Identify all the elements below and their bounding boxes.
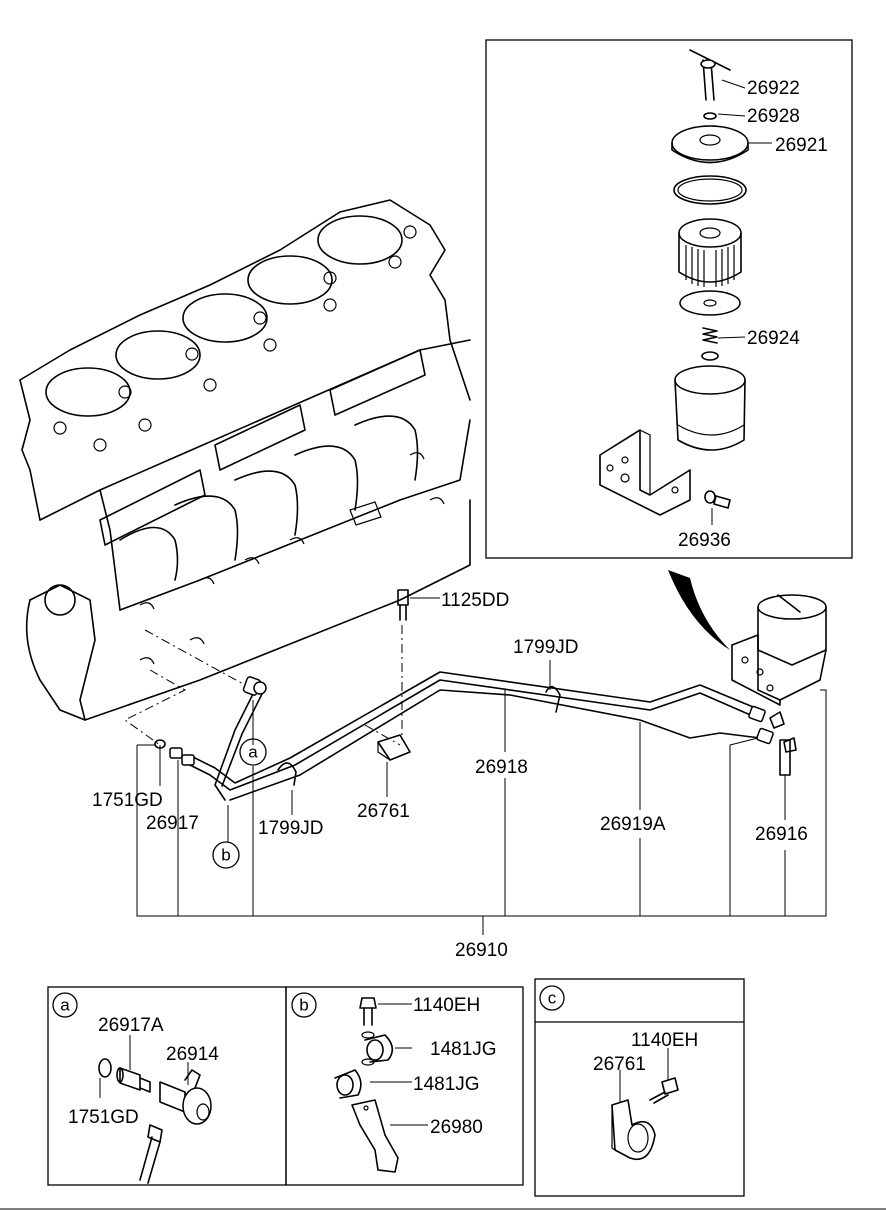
detail-a-drawing (98, 1058, 212, 1184)
label-1125DD: 1125DD (441, 590, 509, 611)
inset-pointer-arrow (668, 570, 730, 650)
detail-b-label-26980: 26980 (430, 1117, 483, 1138)
detail-a-tag[interactable]: a (52, 992, 78, 1018)
detail-a-label-26917A: 26917A (98, 1015, 164, 1036)
oil-filter-exploded-drawing (599, 49, 749, 516)
alignment-lines (124, 625, 403, 746)
detail-c-label-1140EH: 1140EH (631, 1030, 698, 1051)
detail-c-tag-text: c (548, 989, 557, 1008)
label-26916: 26916 (755, 824, 808, 845)
detail-a-frame (47, 986, 287, 1186)
engine-block-drawing (19, 199, 471, 721)
label-26910: 26910 (455, 940, 508, 961)
detail-c-label-26761: 26761 (593, 1054, 646, 1075)
leader-lines (136, 79, 827, 935)
detail-a-leaders (99, 1035, 189, 1098)
detail-b-leaders (370, 1003, 428, 1126)
detail-a-label-26914: 26914 (166, 1044, 219, 1065)
label-1799JD-top: 1799JD (513, 637, 579, 658)
label-26761: 26761 (357, 801, 410, 822)
label-26936: 26936 (678, 530, 731, 551)
label-26924: 26924 (747, 328, 800, 349)
label-26922: 26922 (747, 78, 800, 99)
label-1799JD-low: 1799JD (258, 818, 324, 839)
label-1751GD: 1751GD (92, 790, 163, 811)
label-26919A: 26919A (600, 814, 666, 835)
callout-b[interactable]: b (212, 841, 240, 869)
oil-filter-inset-frame (485, 39, 853, 559)
detail-c-drawing (611, 1077, 679, 1160)
callout-a[interactable]: a (239, 738, 267, 766)
detail-c-tag[interactable]: c (539, 985, 565, 1011)
detail-b-label-1140EH: 1140EH (413, 995, 480, 1016)
detail-c-leaders (619, 1048, 669, 1103)
detail-b-label-1481JG-lower: 1481JG (413, 1074, 480, 1095)
detail-b-drawing (334, 997, 399, 1173)
callout-b-text: b (221, 846, 230, 865)
label-26917: 26917 (146, 813, 199, 834)
detail-a-label-1751GD: 1751GD (68, 1107, 139, 1128)
callout-a-text: a (248, 743, 258, 762)
oil-pipe-drawing (154, 589, 797, 801)
detail-a-tag-text: a (60, 996, 70, 1015)
detail-b-frame (285, 986, 524, 1186)
assembled-filter-drawing (731, 594, 827, 776)
detail-b-tag[interactable]: b (291, 992, 317, 1018)
detail-b-label-1481JG-upper: 1481JG (430, 1039, 497, 1060)
label-26918: 26918 (475, 757, 528, 778)
label-26928: 26928 (747, 106, 800, 127)
detail-c-frame (534, 978, 745, 1197)
label-26921: 26921 (775, 135, 828, 156)
detail-b-tag-text: b (299, 996, 308, 1015)
